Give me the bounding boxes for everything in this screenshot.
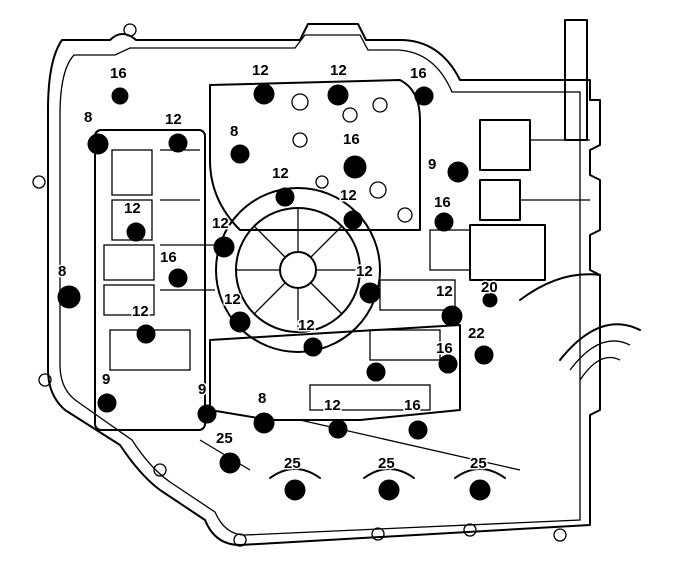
bolt bbox=[213, 236, 235, 258]
bolt bbox=[111, 87, 129, 105]
bolt bbox=[97, 393, 117, 413]
bolt-label: 20 bbox=[481, 279, 498, 296]
bolts bbox=[57, 83, 498, 501]
bolt-label: 12 bbox=[298, 317, 315, 334]
bolt-label: 12 bbox=[212, 215, 229, 232]
bolt bbox=[253, 412, 275, 434]
bolt-label: 16 bbox=[404, 397, 421, 414]
bolt-label: 8 bbox=[58, 263, 66, 280]
bolt-label: 25 bbox=[284, 455, 301, 472]
bolt bbox=[359, 282, 381, 304]
bolt bbox=[230, 144, 250, 164]
servo-wheel bbox=[215, 187, 381, 353]
bolt-label: 22 bbox=[468, 325, 485, 342]
bolt bbox=[303, 337, 323, 357]
bolt-label: 16 bbox=[434, 194, 451, 211]
bolt bbox=[447, 161, 469, 183]
bolt bbox=[57, 285, 81, 309]
bolt-label: 12 bbox=[252, 62, 269, 79]
bolt-label: 12 bbox=[124, 200, 141, 217]
bolt-label: 16 bbox=[343, 131, 360, 148]
bolt bbox=[219, 452, 241, 474]
left-valve-bores bbox=[94, 129, 215, 431]
bolt-label: 25 bbox=[378, 455, 395, 472]
bolt-label: 8 bbox=[258, 390, 266, 407]
bolt-label: 12 bbox=[340, 187, 357, 204]
bolt bbox=[136, 324, 156, 344]
bolt-label: 12 bbox=[356, 263, 373, 280]
bolt-label: 12 bbox=[436, 283, 453, 300]
bolt bbox=[343, 210, 363, 230]
bolt-label: 8 bbox=[84, 109, 92, 126]
bolt-label: 9 bbox=[102, 371, 110, 388]
bolt-label: 12 bbox=[324, 397, 341, 414]
bolt bbox=[441, 305, 463, 327]
bolt bbox=[168, 268, 188, 288]
bolt-labels: 16 12 12 16 8 12 8 16 9 12 12 16 12 12 8… bbox=[57, 61, 500, 474]
right-solenoids bbox=[469, 19, 641, 381]
bolt bbox=[126, 222, 146, 242]
bolt-label: 9 bbox=[428, 156, 436, 173]
bolt bbox=[378, 479, 400, 501]
bolt-label: 16 bbox=[410, 65, 427, 82]
bolt bbox=[168, 133, 188, 153]
bolt-label: 8 bbox=[230, 123, 238, 140]
bolt-label: 12 bbox=[132, 303, 149, 320]
gasket-outline bbox=[47, 23, 601, 546]
bolt bbox=[229, 311, 251, 333]
bolt-label: 12 bbox=[330, 62, 347, 79]
bolt bbox=[87, 133, 109, 155]
bolt bbox=[408, 420, 428, 440]
bolt bbox=[474, 345, 494, 365]
bolt-label: 25 bbox=[216, 430, 233, 447]
bolt bbox=[253, 83, 275, 105]
bolt bbox=[328, 419, 348, 439]
bolt bbox=[469, 479, 491, 501]
upper-plate bbox=[209, 79, 421, 231]
bolt bbox=[343, 155, 367, 179]
bolt bbox=[327, 84, 349, 106]
bolt-label: 12 bbox=[224, 291, 241, 308]
bolt bbox=[284, 479, 306, 501]
bolt bbox=[197, 404, 217, 424]
bolt-label: 25 bbox=[470, 455, 487, 472]
bolt bbox=[414, 86, 434, 106]
bolt bbox=[275, 187, 295, 207]
bolt-label: 16 bbox=[160, 249, 177, 266]
bolt-label: 9 bbox=[198, 381, 206, 398]
bolt-label: 16 bbox=[110, 65, 127, 82]
bolt bbox=[366, 362, 386, 382]
gasket-holes bbox=[32, 23, 567, 547]
bolt bbox=[482, 292, 498, 308]
bolt-label: 16 bbox=[436, 340, 453, 357]
bolt-label: 12 bbox=[165, 111, 182, 128]
bolt bbox=[434, 212, 454, 232]
bolt-label: 12 bbox=[272, 165, 289, 182]
bolt bbox=[438, 354, 458, 374]
